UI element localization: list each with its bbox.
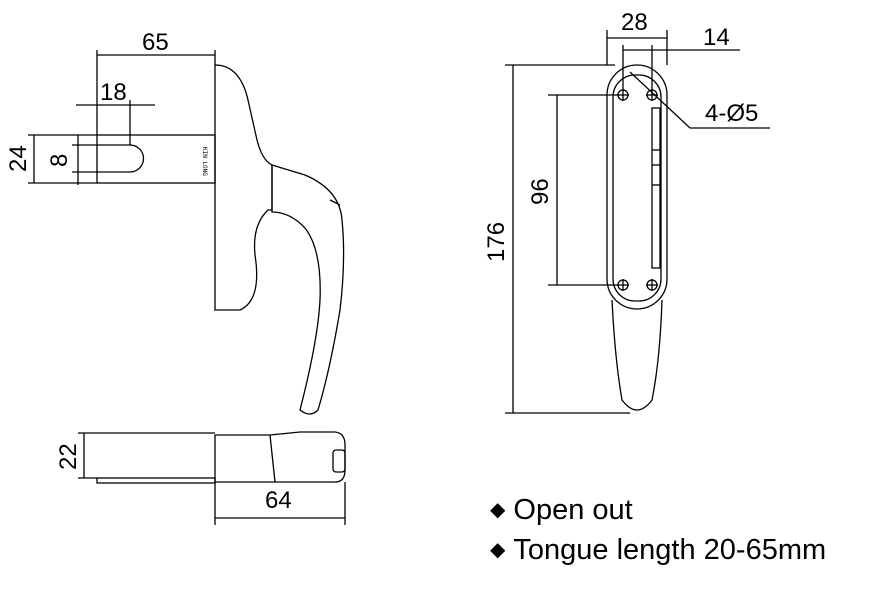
dim-96-label: 96 [527, 178, 554, 205]
note-open-out: ◆ Open out [490, 490, 826, 530]
tongue-bar [96, 134, 216, 184]
dim-8-label: 8 [46, 154, 73, 167]
side-view: KIN LONG 65 18 24 8 [5, 29, 345, 415]
top-handle-tip [332, 449, 346, 473]
note-tongue-length: ◆ Tongue length 20-65mm [490, 530, 826, 570]
dim-176-label: 176 [483, 222, 510, 262]
engraving-text: KIN LONG [201, 147, 208, 176]
dim-64-label: 64 [265, 487, 292, 514]
plate-inner [612, 74, 662, 302]
holes-label: 4-Ø5 [705, 100, 758, 127]
handle-edge [329, 199, 341, 206]
top-tongue [96, 477, 216, 484]
top-handle-joint [269, 434, 276, 483]
dim-24-label: 24 [5, 145, 32, 172]
dim-22-label: 22 [55, 443, 82, 470]
notes-list: ◆ Open out ◆ Tongue length 20-65mm [490, 490, 826, 570]
dim-18-label: 18 [100, 79, 127, 106]
plate-outer [606, 64, 668, 310]
tongue-slot [97, 144, 145, 173]
leader-line [629, 71, 691, 129]
front-view: 28 14 4-Ø5 96 176 [483, 9, 770, 414]
dim-65-label: 65 [142, 29, 169, 56]
dim-28-label: 28 [621, 9, 648, 36]
dim-14-label: 14 [703, 24, 730, 51]
top-view: 22 64 [55, 431, 346, 525]
handle-lever [271, 164, 345, 415]
top-handle-body [214, 431, 346, 483]
diamond-icon: ◆ [490, 539, 506, 561]
diamond-icon: ◆ [490, 499, 506, 521]
front-handle [611, 299, 663, 411]
cover-slot [651, 107, 661, 269]
base-plate [214, 64, 273, 311]
note-text: Tongue length 20-65mm [513, 534, 827, 566]
note-text: Open out [513, 494, 633, 526]
